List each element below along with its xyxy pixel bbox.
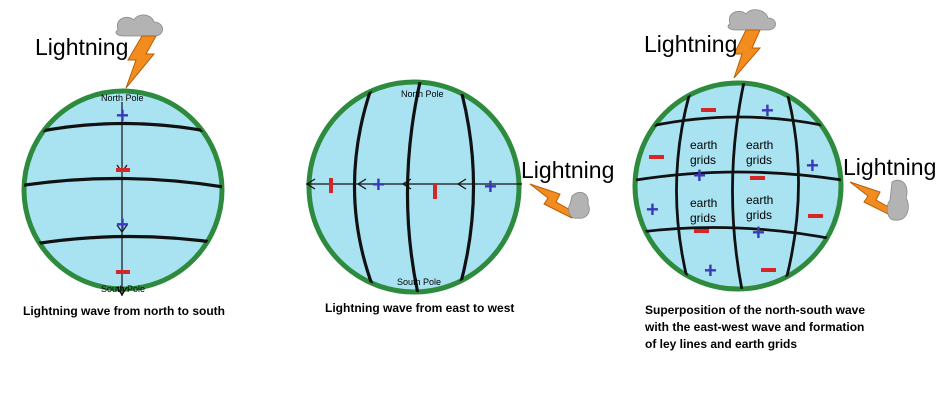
plus-sign: + — [693, 163, 706, 188]
north-pole-label: North Pole — [401, 89, 444, 99]
earth-grid-label: earth — [690, 196, 717, 210]
south-pole-label: South Pole — [101, 284, 145, 294]
caption: Lightning wave from north to south — [23, 304, 225, 318]
plus-sign: + — [484, 174, 497, 199]
lightning-bolt-icon — [529, 183, 575, 219]
north-pole-label: North Pole — [101, 93, 144, 103]
earth-grid-label: grids — [746, 208, 772, 222]
plus-sign: + — [646, 197, 659, 222]
earth-grid-label: earth — [690, 138, 717, 152]
lightning-bolt-icon — [733, 29, 762, 79]
caption-line: with the east-west wave and formation — [644, 320, 864, 334]
plus-sign: + — [752, 220, 765, 245]
caption: Lightning wave from east to west — [325, 301, 514, 315]
arrow-head — [356, 178, 367, 190]
arrow-head — [116, 286, 128, 297]
caption-line: of ley lines and earth grids — [645, 337, 797, 351]
arrow-head — [116, 224, 128, 234]
panel-north-south: Lightning North Pole South Pole + + Ligh… — [21, 14, 225, 318]
globe — [632, 80, 844, 292]
cloud-icon — [727, 9, 776, 31]
plus-sign: + — [116, 103, 129, 128]
minus-sign — [116, 168, 130, 172]
arrow-head — [456, 178, 467, 190]
minus-sign — [649, 155, 664, 159]
lightning-label: Lightning — [521, 157, 614, 183]
minus-sign — [433, 184, 437, 199]
lightning-label-top: Lightning — [644, 31, 737, 57]
earth-grid-label: earth — [746, 138, 773, 152]
wave-line — [731, 83, 746, 289]
wave-line — [784, 95, 800, 281]
lightning-bolt-icon — [125, 35, 157, 89]
wave-line — [405, 82, 422, 292]
wave-line — [639, 226, 839, 242]
minus-sign — [750, 176, 765, 180]
wave-line — [24, 234, 222, 248]
plus-sign: + — [116, 212, 129, 237]
wave-line — [24, 176, 222, 190]
cloud-icon — [568, 191, 590, 219]
arrow-head — [305, 178, 316, 190]
panel-superposition: Lightning earth grids earth grids earth … — [632, 9, 936, 351]
plus-sign: + — [372, 172, 385, 197]
wave-line — [675, 91, 692, 283]
earth-grid-label: grids — [690, 153, 716, 167]
minus-sign — [329, 178, 333, 193]
plus-sign: + — [704, 258, 717, 283]
minus-sign — [701, 108, 716, 112]
lightning-label-right: Lightning — [843, 154, 936, 180]
minus-sign — [808, 214, 823, 218]
wave-line — [458, 93, 476, 287]
earth-grid-label: earth — [746, 193, 773, 207]
minus-sign — [116, 270, 130, 274]
cloud-icon — [115, 14, 163, 37]
earth-grid-label: grids — [690, 211, 716, 225]
minus-sign — [761, 268, 776, 272]
wave-line — [635, 170, 841, 182]
south-pole-label: South Pole — [397, 277, 441, 287]
panel-east-west: North Pole South Pole + + Lightning Ligh… — [305, 79, 614, 315]
arrow-head — [401, 178, 412, 190]
wave-line — [352, 85, 376, 291]
wave-line — [24, 121, 222, 137]
cloud-icon — [886, 179, 909, 221]
plus-sign: + — [806, 153, 819, 178]
globe — [306, 79, 522, 295]
caption-line: Superposition of the north-south wave — [645, 303, 865, 317]
plus-sign: + — [761, 98, 774, 123]
lightning-label: Lightning — [35, 34, 128, 60]
earth-grid-label: grids — [746, 153, 772, 167]
minus-sign — [694, 229, 709, 233]
